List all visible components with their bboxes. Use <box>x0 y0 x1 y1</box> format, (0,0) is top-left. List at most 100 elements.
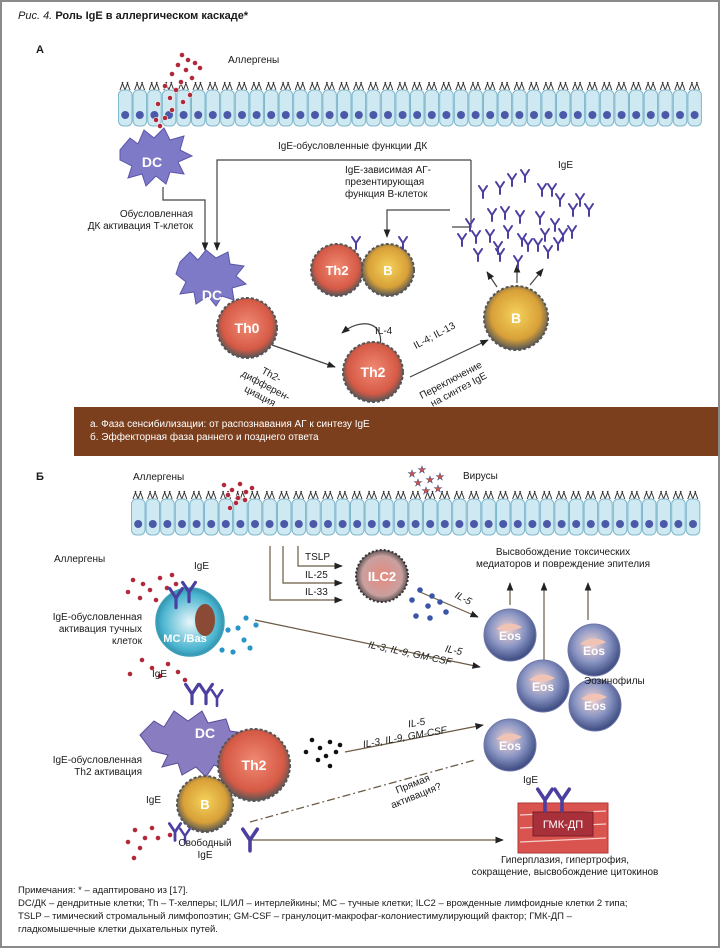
cell-nucleus <box>676 111 684 119</box>
cilia <box>658 490 670 500</box>
mediator-dot <box>230 649 236 655</box>
epithelial-cell <box>410 89 425 127</box>
notes-line-3: TSLP – тимический стромальный лимфопоэти… <box>18 911 572 922</box>
cell-nucleus <box>486 111 495 119</box>
cilia <box>526 490 538 500</box>
allergen-dot <box>187 92 193 98</box>
ige-antibody-icon <box>515 210 525 224</box>
ige-antibody-icon <box>523 238 533 252</box>
allergens-label-b-top: Аллергены <box>133 472 185 483</box>
dc-functions-label: IgE-обусловленные функции ДК <box>278 141 428 152</box>
cilia <box>278 490 290 500</box>
mediator-dot <box>235 625 241 631</box>
cell-nucleus <box>632 111 641 119</box>
ige-antibody-icon <box>520 169 530 183</box>
ige-antibody-icon <box>471 230 481 244</box>
ige-antibody-icon <box>500 206 510 220</box>
ige-antibody-icon <box>536 787 554 813</box>
cilia <box>542 81 554 91</box>
cell-nucleus <box>382 520 391 528</box>
ilc2-label: ILC2 <box>368 569 396 584</box>
epithelial-cell <box>350 498 365 536</box>
eosinophil-granule <box>581 693 607 701</box>
th2-label-a-top: Th2 <box>325 263 348 278</box>
cilia <box>236 81 248 91</box>
allergen-dot <box>185 57 191 63</box>
cilia <box>440 81 452 91</box>
allergen-dot <box>125 839 131 845</box>
cell-nucleus <box>646 111 655 119</box>
epithelial-cell <box>189 498 204 536</box>
cell-nucleus <box>470 520 478 528</box>
cell-nucleus <box>238 111 246 119</box>
ige-antibody-icon <box>184 682 200 706</box>
il5-dot <box>409 597 415 603</box>
th2-activation-label: IgE-обусловленная Th2 активация <box>20 755 142 779</box>
ige-antibody-icon <box>555 193 565 207</box>
th0-cell: Th0 <box>216 297 278 359</box>
cilia <box>411 81 423 91</box>
allergen-dot <box>192 60 198 66</box>
allergen-dot <box>132 827 138 833</box>
ige-antibody-icon <box>584 203 594 217</box>
ige-antibody-icon <box>537 183 547 197</box>
cilia <box>499 81 511 91</box>
cilia <box>338 81 350 91</box>
b-cell-a: B <box>483 285 549 351</box>
cilia <box>177 81 189 91</box>
eosinophil-granule <box>496 733 522 741</box>
cilia <box>132 490 144 500</box>
cilia <box>147 490 159 500</box>
epithelial-cell <box>656 498 672 536</box>
th0-label: Th0 <box>235 320 260 336</box>
ige-label-a: IgE <box>558 160 574 171</box>
allergen-dot <box>153 117 159 123</box>
cell-nucleus <box>530 111 538 119</box>
epithelial-cell <box>671 498 686 536</box>
epithelial-cell <box>218 498 234 536</box>
epithelial-cell <box>468 89 483 127</box>
allergen-dot <box>142 835 148 841</box>
epithelial-cell <box>351 89 367 127</box>
epithelial-cell <box>145 498 161 536</box>
epithelial-cell <box>453 89 469 127</box>
allergen-dot <box>147 587 153 593</box>
eos-label: Eos <box>499 629 521 643</box>
th2-cell-a-top: Th2 <box>310 243 364 297</box>
epithelial-cell <box>685 498 701 536</box>
cell-nucleus <box>369 111 378 119</box>
eosinophil-granule <box>529 674 555 682</box>
allergen-dot <box>157 673 163 679</box>
allergen-dot <box>169 71 175 77</box>
allergen-dot <box>169 107 175 113</box>
allergen-dot <box>249 485 255 491</box>
phase-banner: а. Фаза сенсибилизации: от распознавания… <box>74 407 718 456</box>
cell-nucleus <box>588 111 597 119</box>
panel-a-arrows <box>162 159 544 378</box>
cilia <box>585 490 597 500</box>
cilia <box>528 81 540 91</box>
cell-nucleus <box>661 111 670 119</box>
cilia <box>395 490 407 500</box>
cell-nucleus <box>338 520 347 528</box>
ige-antibody-icon <box>553 237 563 251</box>
epithelial-cell <box>539 498 555 536</box>
cell-nucleus <box>601 520 610 528</box>
cell-nucleus <box>616 520 624 528</box>
cell-nucleus <box>411 520 420 528</box>
epithelial-cell <box>672 89 688 127</box>
cell-nucleus <box>413 111 422 119</box>
cilia <box>688 81 700 91</box>
cell-nucleus <box>645 520 654 528</box>
cell-nucleus <box>544 111 553 119</box>
th2-label-b: Th2 <box>242 757 267 773</box>
mc-label: MC /Bas <box>163 633 206 645</box>
dc-cell-a-top: DC <box>119 127 194 187</box>
arrow-ige-release-1 <box>486 271 498 288</box>
allergen-dot <box>165 661 171 667</box>
eosinophils-label: Эозинофилы <box>584 676 645 687</box>
ige-antibody-icon <box>507 173 517 187</box>
cell-nucleus <box>354 111 363 119</box>
cell-nucleus <box>630 520 639 528</box>
phase-b-text: б. Эффекторная фаза раннего и позднего о… <box>90 432 319 443</box>
